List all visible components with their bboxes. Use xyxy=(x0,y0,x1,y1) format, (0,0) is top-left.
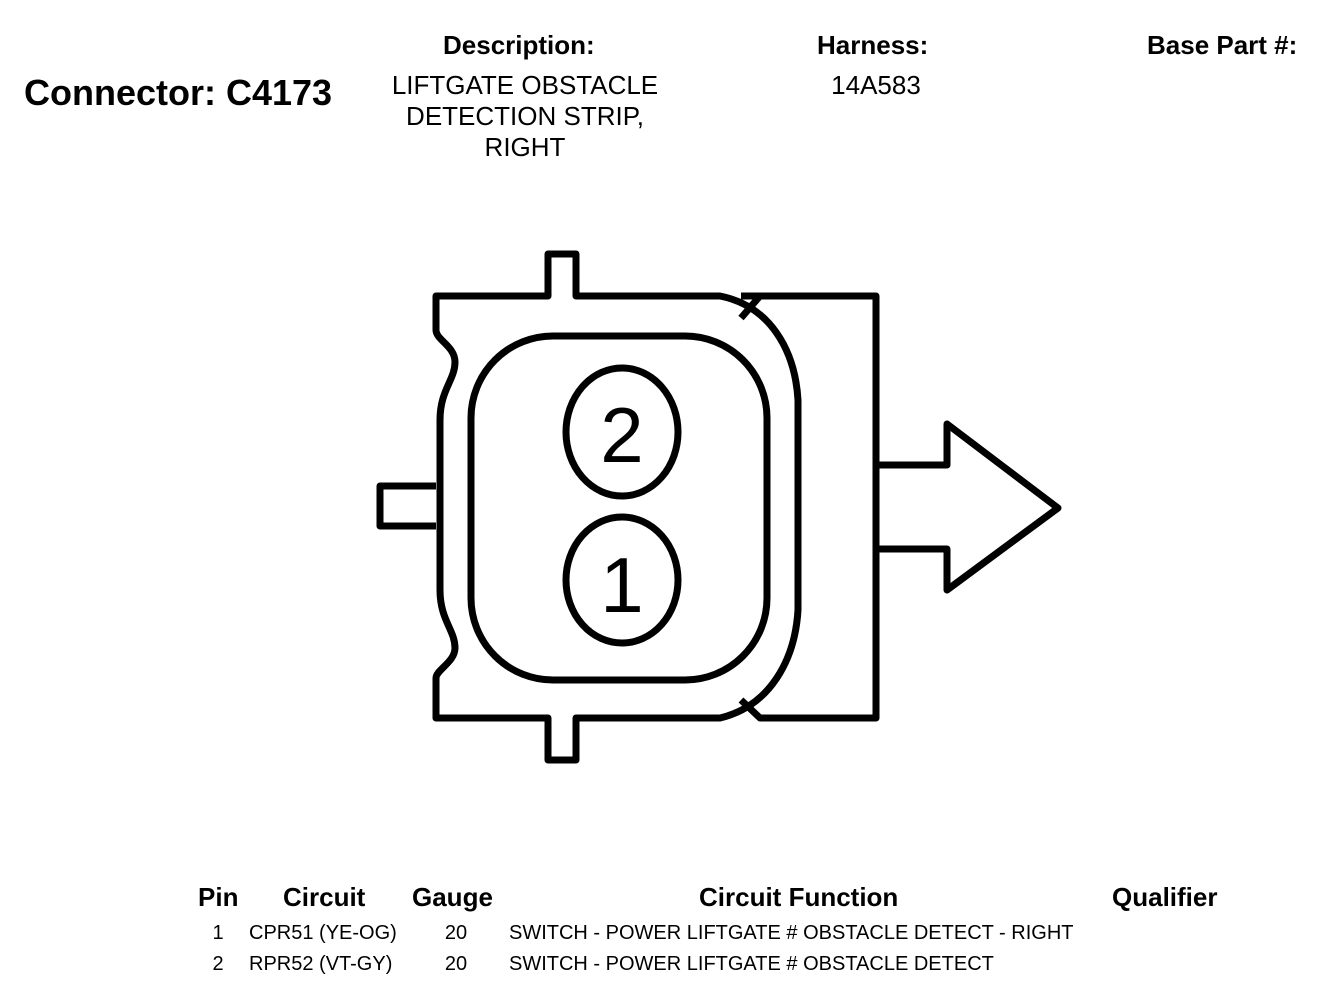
description-value: LIFTGATE OBSTACLE DETECTION STRIP, RIGHT xyxy=(362,70,688,163)
pin-1-cavity xyxy=(562,513,682,647)
connector-title: Connector: C4173 xyxy=(24,72,333,113)
pin-2-cavity xyxy=(562,364,682,500)
row-function: SWITCH - POWER LIFTGATE # OBSTACLE DETEC… xyxy=(509,953,994,975)
description-line: LIFTGATE OBSTACLE xyxy=(391,70,659,100)
harness-header: Harness: xyxy=(817,30,929,60)
description-header: Description: xyxy=(443,30,595,60)
description-line: RIGHT xyxy=(484,132,566,162)
row-function: SWITCH - POWER LIFTGATE # OBSTACLE DETEC… xyxy=(509,922,1074,944)
row-circuit: CPR51 (YE-OG) xyxy=(249,922,397,944)
pin-2-label: 2 xyxy=(600,391,643,479)
column-header-pin: Pin xyxy=(198,882,239,912)
pin-1-label: 1 xyxy=(600,541,643,629)
column-header-circuit: Circuit xyxy=(283,882,366,912)
arrow-icon xyxy=(876,420,1062,594)
row-circuit: RPR52 (VT-GY) xyxy=(249,953,393,975)
row-gauge: 20 xyxy=(444,953,468,975)
column-header-gauge: Gauge xyxy=(412,882,493,912)
base-part-header: Base Part #: xyxy=(1147,30,1298,60)
harness-value: 14A583 xyxy=(831,70,921,100)
column-header-function: Circuit Function xyxy=(699,882,899,912)
inner-cavity xyxy=(467,332,771,684)
row-gauge: 20 xyxy=(444,922,468,944)
description-line: DETECTION STRIP, xyxy=(406,101,644,131)
row-pin: 2 xyxy=(212,953,224,975)
column-header-qualifier: Qualifier xyxy=(1112,882,1218,912)
latch-tab xyxy=(376,482,436,530)
row-pin: 1 xyxy=(212,922,224,944)
wire-exit-shroud xyxy=(738,292,880,722)
connector-housing xyxy=(432,250,802,764)
